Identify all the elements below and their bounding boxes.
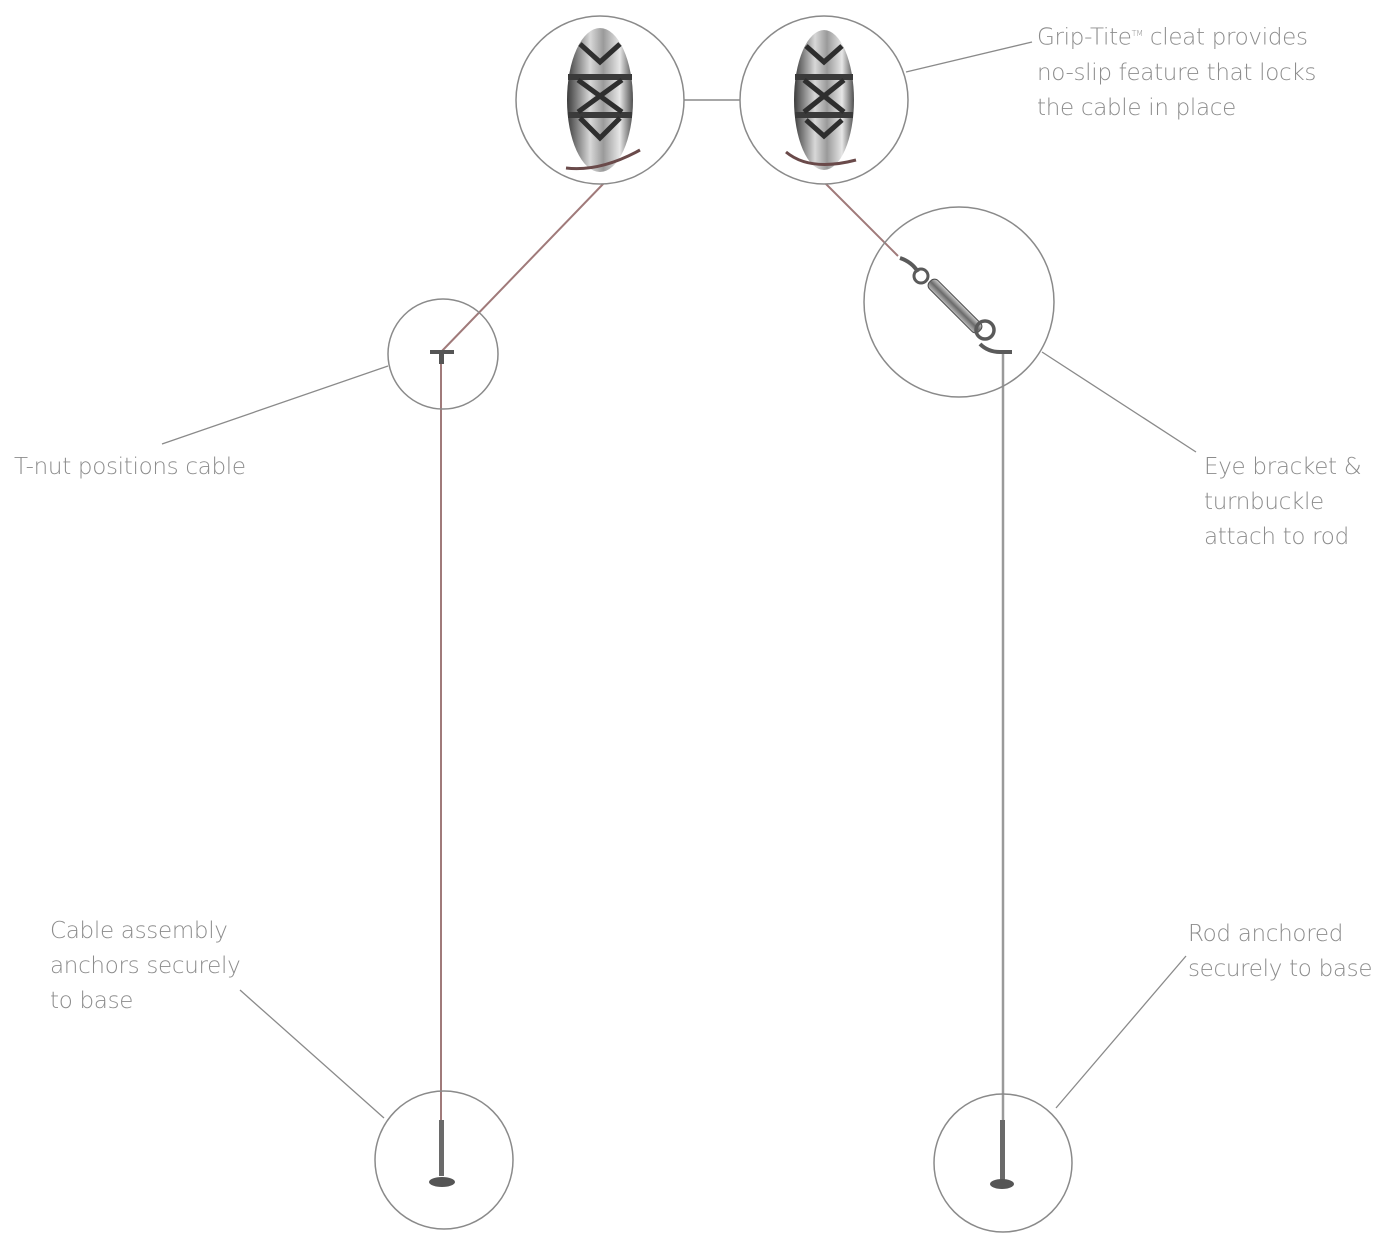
leader-cable-assembly	[239, 989, 385, 1119]
leader-eye-bracket	[1041, 351, 1197, 453]
left-cable-diagonal	[440, 181, 606, 353]
grip-tite-label-line-3: the cable in place	[1037, 94, 1237, 121]
leader-rod-anchored	[1055, 955, 1187, 1109]
leader-grip-tite	[905, 41, 1033, 73]
grip-tite-label-line-1: Grip-TiteTM cleat provides	[1037, 16, 1316, 56]
grip-tite-label-line-2: no-slip feature that locks	[1037, 59, 1317, 86]
grip-tite-brand: Grip-Tite	[1037, 24, 1132, 51]
eye-bracket-label-line-3: attach to rod	[1204, 524, 1349, 550]
t-nut-label-line-1: T-nut positions cable	[14, 454, 246, 480]
t-nut-label: T-nut positions cable	[14, 450, 246, 485]
grip-tite-line1-rest: cleat provides	[1142, 24, 1308, 51]
leader-t-nut	[161, 365, 389, 445]
right-base-anchor-detail	[933, 1093, 1073, 1233]
eye-bracket-label: Eye bracket & turnbuckle attach to rod	[1204, 450, 1362, 555]
cable-assembly-label: Cable assembly anchors securely to base	[50, 914, 241, 1019]
trademark-mark: TM	[1131, 29, 1144, 38]
rod-anchored-label-line-1: Rod anchored	[1188, 921, 1343, 947]
rod-anchored-label: Rod anchored securely to base	[1188, 917, 1373, 987]
cable-assembly-label-line-2: anchors securely	[50, 953, 241, 979]
grip-tite-label: Grip-TiteTM cleat provides no-slip featu…	[1037, 16, 1316, 126]
cable-assembly-label-line-1: Cable assembly	[50, 918, 228, 944]
eye-bracket-label-line-1: Eye bracket &	[1204, 454, 1362, 480]
turnbuckle-detail	[863, 206, 1055, 398]
eye-bracket-label-line-2: turnbuckle	[1204, 489, 1324, 515]
cable-assembly-label-line-3: to base	[50, 988, 134, 1014]
t-nut-detail	[387, 298, 499, 410]
right-cable-diagonal	[823, 181, 899, 257]
rod-anchored-label-line-2: securely to base	[1188, 956, 1373, 982]
left-cleat-detail	[515, 15, 685, 185]
right-cleat-detail	[739, 15, 909, 185]
left-base-anchor-detail	[374, 1090, 514, 1230]
